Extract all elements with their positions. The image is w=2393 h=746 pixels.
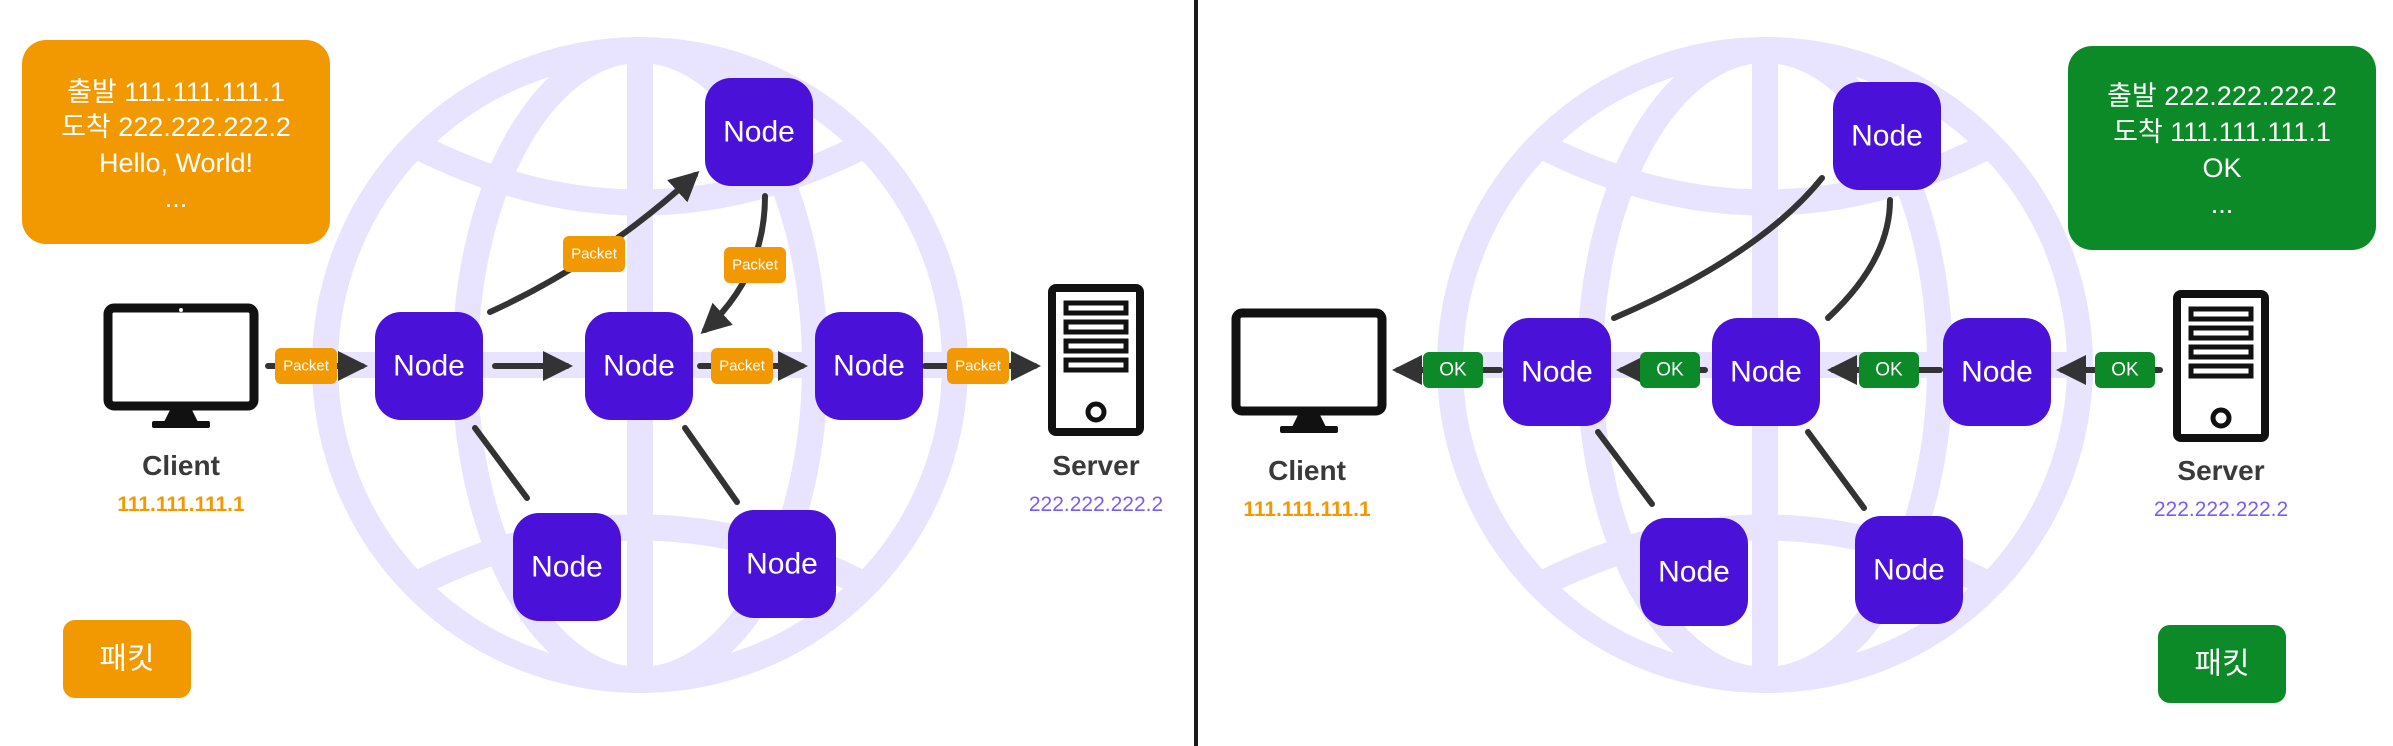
node-label: Node (1961, 356, 2033, 389)
node-right-top: Node (1833, 82, 1941, 190)
svg-text:OK: OK (1875, 360, 1903, 381)
svg-text:패킷: 패킷 (2194, 648, 2249, 681)
node-left-bottom-1: Node (513, 513, 621, 621)
svg-text:OK: OK (2111, 360, 2139, 381)
server-icon (2173, 290, 2269, 442)
packet-badge: Packet (563, 236, 625, 272)
node-label: Node (393, 350, 465, 383)
svg-text:패킷: 패킷 (99, 643, 154, 676)
server-ip: 222.222.222.2 (2154, 498, 2288, 521)
right-info-box: 출발 222.222.222.2 도착 111.111.111.1 OK ... (2068, 46, 2376, 250)
node-left-bottom-2: Node (728, 510, 836, 618)
packet-badge: Packet (275, 348, 337, 384)
node-label: Node (723, 116, 795, 149)
node-left-3: Node (815, 312, 923, 420)
packet-tag: 패킷 (2158, 625, 2286, 703)
info-line-3: Hello, World! (99, 148, 253, 178)
node-label: Node (833, 350, 905, 383)
left-info-box: 출발 111.111.111.1 도착 222.222.222.2 Hello,… (22, 40, 330, 244)
node-left-1: Node (375, 312, 483, 420)
server-label: Server (1052, 450, 1139, 481)
client-monitor-icon (103, 303, 259, 428)
info-line-4: ... (2211, 189, 2234, 219)
info-line-4: ... (165, 183, 188, 213)
svg-text:OK: OK (1439, 360, 1467, 381)
right-links (1595, 175, 1893, 511)
node-right-3: Node (1943, 318, 2051, 426)
node-label: Node (1521, 356, 1593, 389)
client-label: Client (142, 450, 220, 481)
packet-badge: Packet (724, 247, 786, 283)
client-monitor-icon (1231, 308, 1387, 433)
node-right-1: Node (1503, 318, 1611, 426)
packet-tag: 패킷 (63, 620, 191, 698)
info-line-1: 출발 222.222.222.2 (2107, 81, 2337, 111)
node-label: Node (603, 350, 675, 383)
node-label: Node (1730, 356, 1802, 389)
node-label: Node (1851, 120, 1923, 153)
svg-text:OK: OK (1656, 360, 1684, 381)
packet-badge: Packet (711, 348, 773, 384)
node-right-bottom-2: Node (1855, 516, 1963, 624)
node-label: Node (1873, 554, 1945, 587)
info-line-1: 출발 111.111.111.1 (67, 77, 285, 107)
server-icon (1048, 284, 1144, 436)
svg-text:Packet: Packet (719, 358, 766, 375)
node-left-top: Node (705, 78, 813, 186)
node-label: Node (746, 548, 818, 581)
ok-badge: OK (1640, 352, 1700, 388)
svg-text:Packet: Packet (955, 358, 1002, 375)
info-line-2: 도착 111.111.111.1 (2113, 117, 2331, 147)
node-right-2: Node (1712, 318, 1820, 426)
packet-badge: Packet (947, 348, 1009, 384)
svg-text:Packet: Packet (732, 257, 779, 274)
client-ip: 111.111.111.1 (117, 493, 245, 516)
ok-badge: OK (2095, 352, 2155, 388)
left-links (472, 425, 740, 505)
info-line-3: OK (2202, 153, 2241, 183)
info-line-2: 도착 222.222.222.2 (61, 112, 291, 142)
server-ip: 222.222.222.2 (1029, 493, 1163, 516)
node-label: Node (1658, 556, 1730, 589)
ok-badge: OK (1423, 352, 1483, 388)
node-label: Node (531, 551, 603, 584)
client-label: Client (1268, 455, 1346, 486)
svg-text:Packet: Packet (571, 246, 618, 263)
node-left-2: Node (585, 312, 693, 420)
node-right-bottom-1: Node (1640, 518, 1748, 626)
ok-badge: OK (1859, 352, 1919, 388)
svg-text:Packet: Packet (283, 358, 330, 375)
client-ip: 111.111.111.1 (1243, 498, 1371, 521)
server-label: Server (2177, 455, 2264, 486)
